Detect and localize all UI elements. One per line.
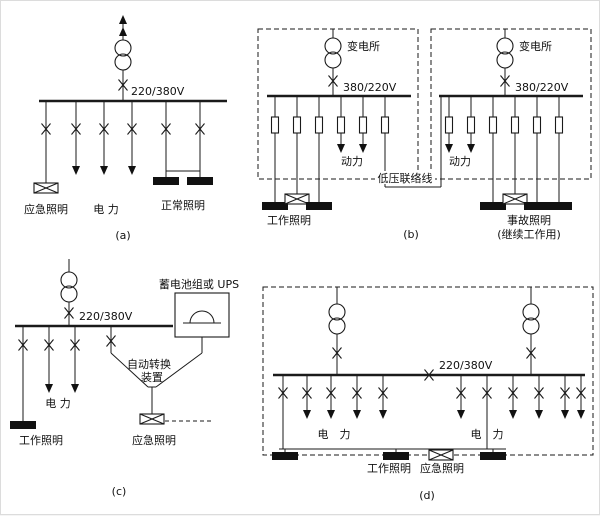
fuse-icon xyxy=(532,116,542,134)
fuse-icon xyxy=(444,116,454,134)
emergency-lamp-icon xyxy=(502,193,528,205)
lighting-fixture-icon xyxy=(272,452,298,460)
emergency-lamp-icon xyxy=(33,182,59,194)
power-label: 电 力 xyxy=(45,397,71,410)
lighting-fixture-icon xyxy=(153,177,179,185)
feeder-arrow-icon xyxy=(71,384,79,393)
bus-voltage-label-right: 380/220V xyxy=(515,81,569,94)
fuse-icon xyxy=(336,116,346,134)
ups-symbol-icon xyxy=(183,310,221,324)
ups-box xyxy=(174,292,230,338)
fuse-icon xyxy=(466,116,476,134)
tie-line-label: 低压联络线 xyxy=(378,171,433,185)
feeder-arrow-icon xyxy=(303,410,311,419)
feeder-arrow-icon xyxy=(45,384,53,393)
tie-line-label-bg xyxy=(375,171,435,184)
panel-b: 变电所 变电所 380/220V 380/220V 动力 动力 低压联络线 工作… xyxy=(257,28,592,241)
station-boundary xyxy=(262,286,594,456)
feeder-arrow-icon xyxy=(359,144,367,153)
feeder-arrow-icon xyxy=(509,410,517,419)
lighting-fixture-icon xyxy=(480,202,506,210)
feeder-arrow-icon xyxy=(561,410,569,419)
accident-lighting-label: 事故照明 xyxy=(507,213,551,227)
emergency-lighting-label: 应急照明 xyxy=(420,461,464,475)
feeder-arrow-icon xyxy=(577,410,585,419)
panel-c-wires xyxy=(22,259,203,421)
transformer-icon xyxy=(522,303,540,335)
transformer-icon xyxy=(328,303,346,335)
substation-boundary-left xyxy=(257,28,419,180)
feeder-arrow-icon xyxy=(337,144,345,153)
lighting-fixture-icon xyxy=(480,452,506,460)
transformer-icon xyxy=(496,37,514,69)
emergency-lighting-label: 应急照明 xyxy=(132,433,176,447)
panel-a: 220/380V 应急照明 电 力 正常照明 (a) xyxy=(24,15,227,242)
working-lighting-label: 工作照明 xyxy=(19,434,63,447)
caption-d: (d) xyxy=(419,489,435,502)
feeder-arrow-icon xyxy=(457,410,465,419)
feeder-arrow-icon xyxy=(379,410,387,419)
power-label-left: 电 力 xyxy=(318,428,351,441)
normal-lighting-label: 正常照明 xyxy=(161,199,205,212)
power-label-left: 动力 xyxy=(341,155,363,168)
feeder-arrow-icon xyxy=(100,166,108,175)
bus-voltage-label: 220/380V xyxy=(131,85,185,98)
bus-voltage-label: 220/380V xyxy=(79,310,133,323)
supply-arrow-icon xyxy=(119,15,127,24)
ats-label-line2: 装置 xyxy=(141,371,163,384)
accident-lighting-note: (继续工作用) xyxy=(497,227,561,241)
feeder-arrow-icon xyxy=(72,166,80,175)
lighting-fixture-icon xyxy=(383,452,409,460)
panel-a-wires xyxy=(45,17,201,183)
emergency-lighting-label: 应急照明 xyxy=(24,202,68,216)
substation-boundary-right xyxy=(430,28,592,180)
ups-label: 蓄电池组或 UPS xyxy=(159,277,239,291)
caption-b: (b) xyxy=(403,228,419,241)
fuse-icon xyxy=(270,116,280,134)
feeder-arrow-icon xyxy=(128,166,136,175)
substation-label-left: 变电所 xyxy=(347,39,380,53)
bus-voltage-label: 220/380V xyxy=(439,359,493,372)
power-label-right: 电 力 xyxy=(471,428,504,441)
fuse-icon xyxy=(358,116,368,134)
feeder-arrow-icon xyxy=(445,144,453,153)
power-label: 电 力 xyxy=(93,203,119,216)
emergency-lamp-icon xyxy=(284,193,310,205)
lighting-fixture-icon xyxy=(546,202,572,210)
fuse-icon xyxy=(488,116,498,134)
emergency-lamp-icon xyxy=(139,413,165,425)
lighting-fixture-icon xyxy=(306,202,332,210)
working-lighting-label: 工作照明 xyxy=(367,462,411,475)
caption-a: (a) xyxy=(115,229,130,242)
working-lighting-label: 工作照明 xyxy=(267,214,311,227)
caption-c: (c) xyxy=(112,485,127,498)
emergency-lamp-icon xyxy=(428,449,454,461)
panel-c: 220/380V 蓄电池组或 UPS 自动转换 装置 电 力 工作照明 应急照明… xyxy=(10,259,239,498)
feeder-arrow-icon xyxy=(535,410,543,419)
lighting-fixture-icon xyxy=(262,202,288,210)
fuse-icon xyxy=(380,116,390,134)
supply-arrow-icon xyxy=(119,27,127,36)
transformer-icon xyxy=(324,37,342,69)
feeder-arrow-icon xyxy=(467,144,475,153)
ats-label-line1: 自动转换 xyxy=(127,357,171,371)
transformer-icon xyxy=(114,39,132,71)
panel-b-wires xyxy=(274,29,560,202)
substation-label-right: 变电所 xyxy=(519,39,552,53)
bus-voltage-label-left: 380/220V xyxy=(343,81,397,94)
fuse-icon xyxy=(554,116,564,134)
fuse-icon xyxy=(292,116,302,134)
feeder-arrow-icon xyxy=(327,410,335,419)
fuse-icon xyxy=(314,116,324,134)
lighting-fixture-icon xyxy=(187,177,213,185)
transformer-icon xyxy=(60,271,78,303)
fuse-icon xyxy=(510,116,520,134)
feeder-arrow-icon xyxy=(353,410,361,419)
lighting-fixture-icon xyxy=(10,421,36,429)
power-label-right: 动力 xyxy=(449,155,471,168)
panel-d: 220/380V 电 力 电 力 工作照明 应急照明 (d) xyxy=(262,286,594,502)
